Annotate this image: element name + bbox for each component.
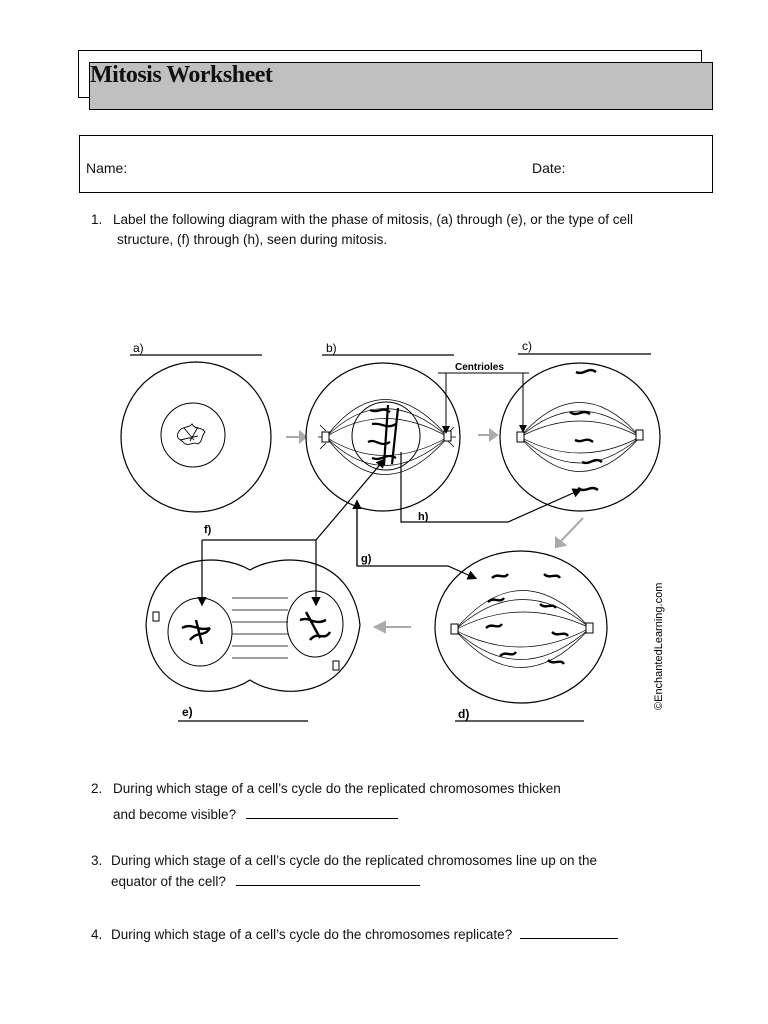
- name-label: Name:: [86, 160, 128, 176]
- question-1-text-line1: Label the following diagram with the pha…: [113, 212, 634, 227]
- question-2-answer-blank[interactable]: [245, 806, 398, 819]
- credit-text: ©EnchantedLearning.com: [653, 583, 665, 710]
- label-d: d): [455, 707, 584, 722]
- question-2-number: 2.: [91, 781, 103, 796]
- svg-text:c): c): [522, 339, 532, 353]
- label-f: f): [197, 458, 386, 607]
- question-3-text-line1: During which stage of a cell’s cycle do …: [111, 853, 598, 868]
- arrow-c-to-d: [555, 517, 584, 549]
- svg-text:f): f): [204, 524, 212, 536]
- cell-b-prophase: [305, 362, 461, 512]
- svg-text:Centrioles: Centrioles: [455, 362, 504, 373]
- arrow-d-to-e: [372, 620, 411, 634]
- cell-a-interphase: [120, 361, 272, 513]
- question-4-text-line1: During which stage of a cell’s cycle do …: [111, 925, 618, 945]
- question-2-text-line2: and become visible?: [113, 805, 398, 825]
- date-label: Date:: [532, 160, 566, 176]
- svg-text:b): b): [326, 341, 337, 355]
- label-c: c): [518, 339, 651, 355]
- svg-text:g): g): [361, 553, 372, 565]
- question-3-number: 3.: [91, 853, 103, 868]
- question-2-text-line1: During which stage of a cell’s cycle do …: [113, 781, 561, 796]
- cell-e-telophase: [145, 559, 361, 692]
- question-3-line2-text: equator of the cell?: [111, 874, 226, 889]
- cell-c-metaphase: [499, 362, 661, 512]
- svg-text:e): e): [182, 705, 193, 719]
- name-date-box: [79, 135, 713, 193]
- question-4-line1-text: During which stage of a cell’s cycle do …: [111, 927, 513, 942]
- question-3-text-line2: equator of the cell?: [111, 872, 420, 892]
- label-h: h): [400, 452, 583, 523]
- arrow-b-to-c: [478, 428, 499, 442]
- svg-text:h): h): [418, 511, 429, 523]
- question-4-number: 4.: [91, 927, 103, 942]
- svg-text:d): d): [458, 707, 469, 721]
- label-g: g): [352, 499, 478, 580]
- centrioles-label: Centrioles: [438, 362, 529, 434]
- cell-d-anaphase: [434, 550, 608, 704]
- label-b: b): [322, 341, 454, 356]
- svg-text:a): a): [133, 341, 144, 355]
- question-1-text-line2: structure, (f) through (h), seen during …: [117, 232, 388, 247]
- question-1-number: 1.: [91, 212, 103, 227]
- arrow-a-to-b: [286, 429, 308, 445]
- title-banner: [89, 62, 713, 110]
- question-2-line2-text: and become visible?: [113, 807, 237, 822]
- question-3-answer-blank[interactable]: [235, 873, 420, 886]
- label-a: a): [130, 341, 262, 356]
- label-e: e): [178, 705, 308, 722]
- page-title: Mitosis Worksheet: [90, 62, 273, 88]
- question-4-answer-blank[interactable]: [519, 926, 618, 939]
